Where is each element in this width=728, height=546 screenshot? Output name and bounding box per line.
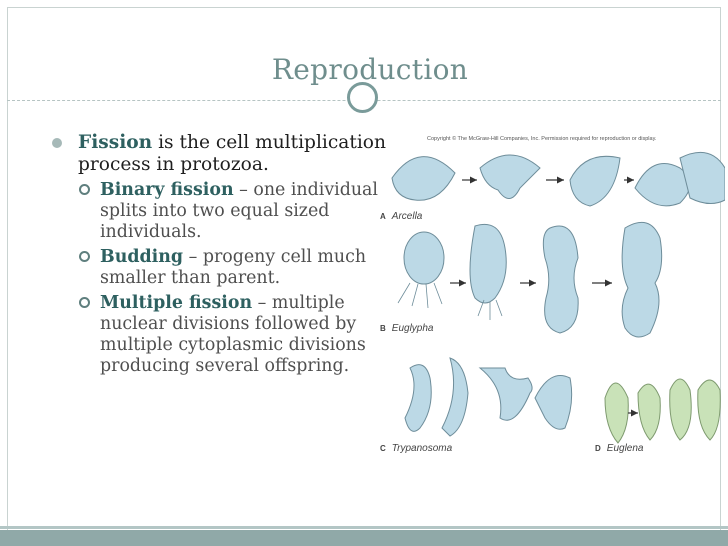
bullet-dot-icon [52, 138, 62, 148]
subbullet-text: – one individual splits into two equal s… [100, 180, 378, 242]
ring-bullet-icon [79, 297, 90, 308]
subbullet-text: – multiple nuclear divisions followed by… [100, 293, 366, 376]
subbullet-binary-fission: Binary fission – one individual splits i… [52, 180, 392, 243]
bottom-accent-line [0, 526, 728, 529]
bullet-term: Fission [78, 132, 153, 153]
slide-title: Reproduction [271, 53, 469, 86]
figure-illustration [391, 151, 725, 444]
arcella-cells [391, 151, 725, 207]
bullet-text: is the cell multiplication process in pr… [78, 132, 386, 175]
figure-copyright: Copyright © The McGraw-Hill Companies, I… [427, 136, 657, 142]
protozoa-reproduction-figure: Copyright © The McGraw-Hill Companies, I… [380, 128, 725, 458]
subbullet-term: Binary fission [100, 180, 234, 200]
bullet-fission: Fission is the cell multiplication proce… [52, 132, 392, 176]
subbullet-text: – progeny cell much smaller than parent. [100, 247, 367, 288]
ring-ornament-icon [347, 82, 378, 113]
subbullet-term: Multiple fission [100, 293, 253, 313]
ring-bullet-icon [79, 251, 90, 262]
subbullet-multiple-fission: Multiple fission – multiple nuclear divi… [52, 293, 392, 377]
subbullet-budding: Budding – progeny cell much smaller than… [52, 247, 392, 289]
bottom-bar [0, 530, 728, 546]
ring-bullet-icon [79, 184, 90, 195]
bullet-list: Fission is the cell multiplication proce… [52, 132, 392, 377]
subbullet-term: Budding [100, 247, 184, 267]
